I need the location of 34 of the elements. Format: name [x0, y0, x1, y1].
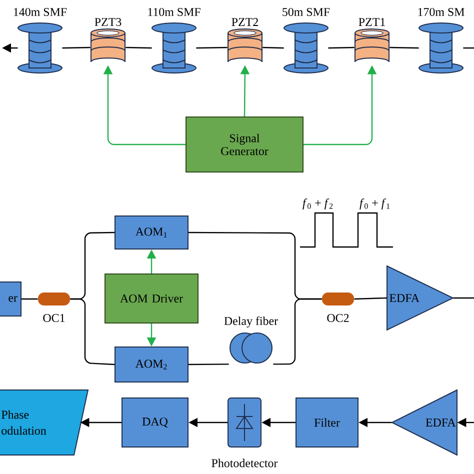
fiber-line	[126, 46, 152, 49]
fiber-line	[262, 46, 284, 49]
piezo-label: PZT3	[94, 18, 122, 26]
device-box: DAQ	[122, 398, 188, 448]
frequency-label: f$_{0}$ + f$_{2}$	[302, 198, 333, 210]
display-box: Phase odulation	[0, 390, 89, 456]
fiber-line	[354, 297, 387, 300]
fiber-line	[62, 46, 90, 49]
fiber-line	[196, 46, 228, 49]
spool-label: 50m SMF	[282, 8, 330, 16]
fiber-line	[453, 297, 474, 299]
fiber-line	[70, 298, 115, 366]
fiber-line	[22, 298, 38, 300]
spool-label: 140m SMF	[14, 8, 67, 16]
coupler-label: OC2	[327, 314, 349, 322]
fiber-line	[328, 46, 354, 49]
coil-label: Delay fiber	[224, 316, 278, 328]
frequency-label: f$_{0}$ + f$_{1}$	[360, 198, 390, 210]
fiber-line	[188, 364, 229, 366]
photodetector-label: Photodetector	[212, 458, 278, 468]
coupler-label: OC1	[43, 314, 65, 322]
signal-generator-box: AOM Driver	[104, 274, 198, 324]
piezo-label: PZT1	[358, 18, 385, 26]
device-box: Filter	[296, 398, 358, 448]
fiber-line	[463, 47, 474, 49]
spool-label: 170m SM	[418, 8, 464, 16]
signal-generator-box: Signal Generator	[186, 116, 304, 172]
device-box: er	[0, 282, 22, 316]
fiber-line	[273, 298, 322, 365]
spool-label: 110m SMF	[148, 8, 200, 16]
fiber-line	[390, 46, 419, 49]
device-box: AOM$_{1}$	[114, 216, 188, 250]
device-box: AOM$_{2}$	[114, 346, 188, 382]
piezo-label: PZT2	[232, 18, 258, 26]
